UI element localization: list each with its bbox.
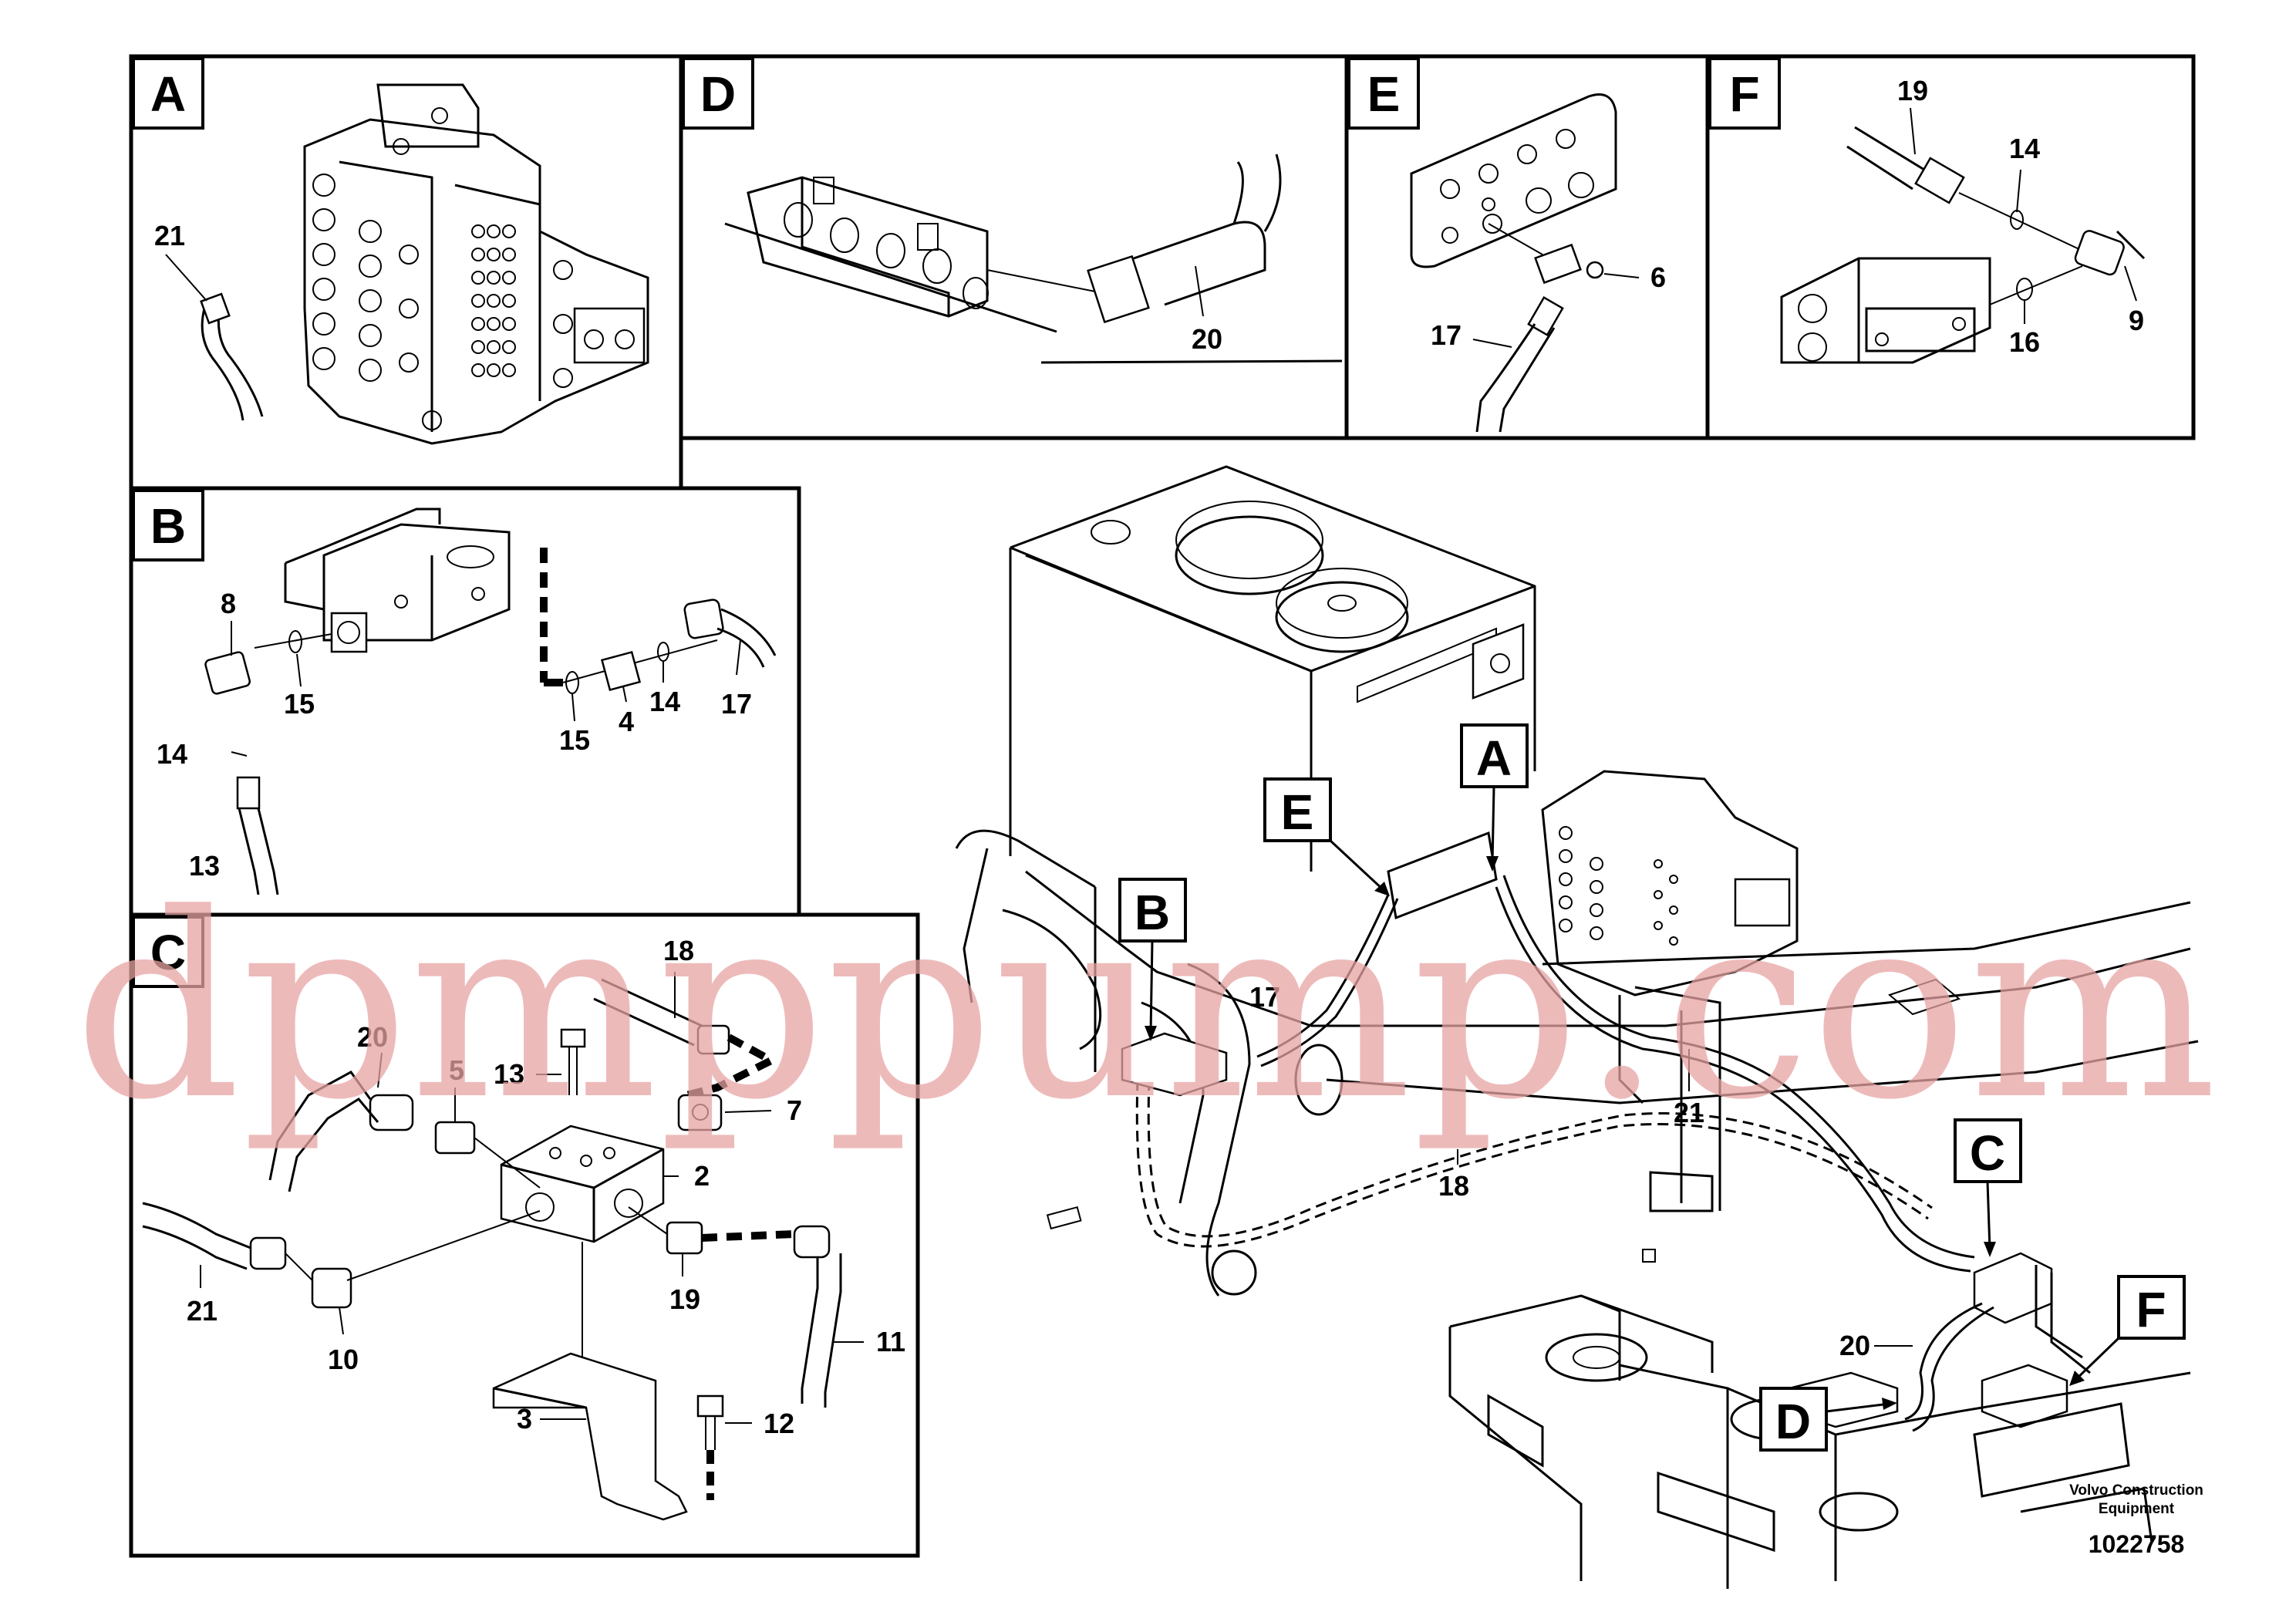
pointer-a: A	[1460, 723, 1529, 872]
callout-17-overview: 17	[1249, 981, 1280, 1013]
pointer-b: B	[1118, 878, 1187, 1041]
svg-text:B: B	[1135, 885, 1170, 940]
panel-f-frame	[1705, 54, 2196, 440]
callout-19-f: 19	[1897, 75, 1928, 106]
callout-20-overview: 20	[1839, 1330, 1870, 1361]
svg-text:E: E	[1281, 784, 1314, 840]
panel-letter-b: B	[132, 489, 204, 561]
callout-17-b: 17	[721, 688, 752, 720]
svg-text:F: F	[1729, 66, 1759, 122]
pointer-e: E	[1263, 777, 1390, 896]
callout-6-e: 6	[1650, 261, 1666, 293]
panel-letter-e: E	[1347, 57, 1420, 130]
callout-17-e: 17	[1431, 319, 1462, 351]
callout-21-c: 21	[187, 1295, 217, 1327]
overview-drawing: 21 17 18 20	[955, 465, 2199, 1589]
callout-12-c: 12	[764, 1408, 794, 1439]
svg-text:A: A	[150, 66, 186, 122]
callout-9-f: 9	[2129, 305, 2144, 336]
callout-4-b: 4	[619, 706, 634, 737]
pointer-c: C	[1954, 1118, 2022, 1257]
callout-10-c: 10	[328, 1344, 359, 1375]
callout-7-c: 7	[787, 1094, 802, 1126]
svg-text:D: D	[1775, 1394, 1811, 1449]
panel-letter-a: A	[132, 57, 204, 130]
panel-f-drawing: 14 19 9 16	[1780, 75, 2146, 364]
callout-14-f: 14	[2009, 133, 2040, 164]
svg-text:F: F	[2136, 1282, 2166, 1337]
panel-letter-f: F	[1708, 57, 1781, 130]
panel-a-frame	[129, 54, 683, 491]
panel-b-frame	[129, 486, 801, 917]
callout-20-c: 20	[357, 1021, 388, 1053]
document-number: 1022758	[2089, 1530, 2185, 1558]
callout-11-c: 19	[669, 1283, 700, 1315]
callout-15-b-left: 15	[284, 688, 315, 720]
panel-d-frame	[679, 54, 1349, 440]
panel-c-drawing: 18 7 13 2 5 20	[142, 935, 905, 1521]
caption-company: Volvo Construction	[2069, 1482, 2203, 1499]
callout-14-b-left: 14	[157, 738, 187, 770]
callout-18-overview: 18	[1438, 1170, 1469, 1202]
svg-text:C: C	[150, 925, 186, 980]
callout-18-c: 18	[663, 935, 694, 966]
callout-13-c: 13	[494, 1058, 524, 1090]
callout-13-b: 13	[189, 850, 220, 882]
panel-b-drawing: 15 8 14 13 15 4 14 17	[157, 508, 777, 895]
pointer-d: D	[1759, 1387, 1897, 1452]
callout-5-c: 5	[449, 1054, 464, 1086]
control-valve-drawing: 21	[154, 83, 649, 445]
callout-2-c: 2	[694, 1160, 710, 1192]
svg-text:D: D	[700, 66, 736, 122]
callout-14-b-right: 14	[649, 686, 680, 717]
panel-e-drawing: 6 17	[1410, 93, 1666, 433]
callout-21-a: 21	[154, 220, 185, 251]
panel-letter-c: C	[132, 916, 204, 988]
svg-text:B: B	[150, 498, 186, 554]
panel-d-drawing: 20	[724, 153, 1343, 364]
svg-text:A: A	[1476, 730, 1512, 786]
panel-c-frame	[129, 912, 920, 1558]
callout-3-c: 3	[517, 1403, 532, 1435]
callout-19-c: 11	[876, 1326, 905, 1357]
callout-8-b: 8	[221, 588, 236, 619]
panel-frames	[129, 54, 2196, 1558]
panel-letter-d: D	[682, 57, 754, 130]
watermark: dpmppump.com	[73, 859, 2217, 1155]
svg-text:C: C	[1970, 1125, 2005, 1181]
callout-15-b-right: 15	[559, 724, 590, 756]
caption-company-line2: Equipment	[2099, 1501, 2175, 1517]
callout-20-d: 20	[1192, 323, 1222, 355]
pointer-f: F	[2069, 1275, 2186, 1386]
callout-16-f: 16	[2009, 326, 2040, 358]
svg-text:E: E	[1367, 66, 1401, 122]
